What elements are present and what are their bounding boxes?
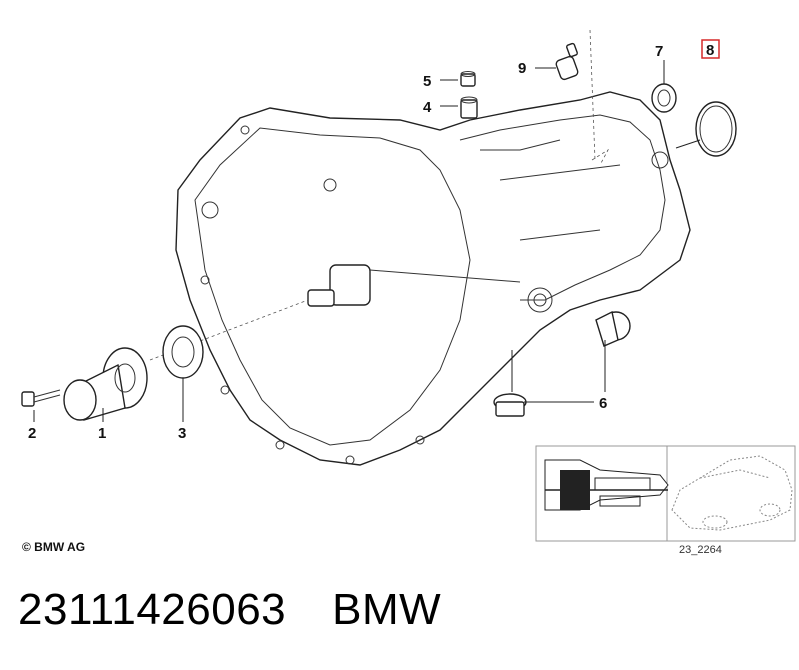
callout-2: 2 [28, 425, 36, 442]
callout-7: 7 [655, 43, 663, 60]
part-5-plug [460, 71, 476, 87]
copyright-notice: © BMW AG [22, 540, 86, 554]
inset-location-thumbnail [535, 445, 796, 542]
callout-4: 4 [423, 99, 432, 116]
part-9-switch [555, 42, 579, 81]
callout-3: 3 [178, 425, 186, 442]
brand-name: BMW [332, 585, 442, 634]
callout-9: 9 [518, 60, 526, 77]
callout-1: 1 [98, 425, 106, 442]
part-3-shaft-seal [162, 325, 204, 379]
exploded-parts-diagram: 2 1 3 4 5 6 7 8 9 [21, 29, 796, 542]
diagram-reference-code: 23_2264 [679, 544, 722, 556]
transmission-housing [175, 29, 691, 466]
inset-drivetrain-section [544, 459, 669, 511]
callout-6: 6 [599, 395, 607, 412]
part-7-seal-ring [651, 83, 677, 113]
leader-lines [33, 60, 665, 422]
part-number: 23111426063 [18, 585, 287, 634]
part-1-guide-sleeve [63, 347, 148, 421]
callout-5: 5 [423, 73, 431, 90]
input-shaft [149, 264, 521, 361]
callout-8: 8 [706, 42, 714, 59]
part-2-bolt [21, 389, 61, 407]
inset-car-outline [671, 455, 793, 531]
part-8-o-ring [675, 101, 737, 157]
part-4-sleeve [460, 96, 478, 119]
part-6-screw-plugs [493, 310, 631, 417]
callout-8-highlight-box [701, 39, 720, 59]
part-caption: 23111426063 BMW [18, 585, 441, 635]
